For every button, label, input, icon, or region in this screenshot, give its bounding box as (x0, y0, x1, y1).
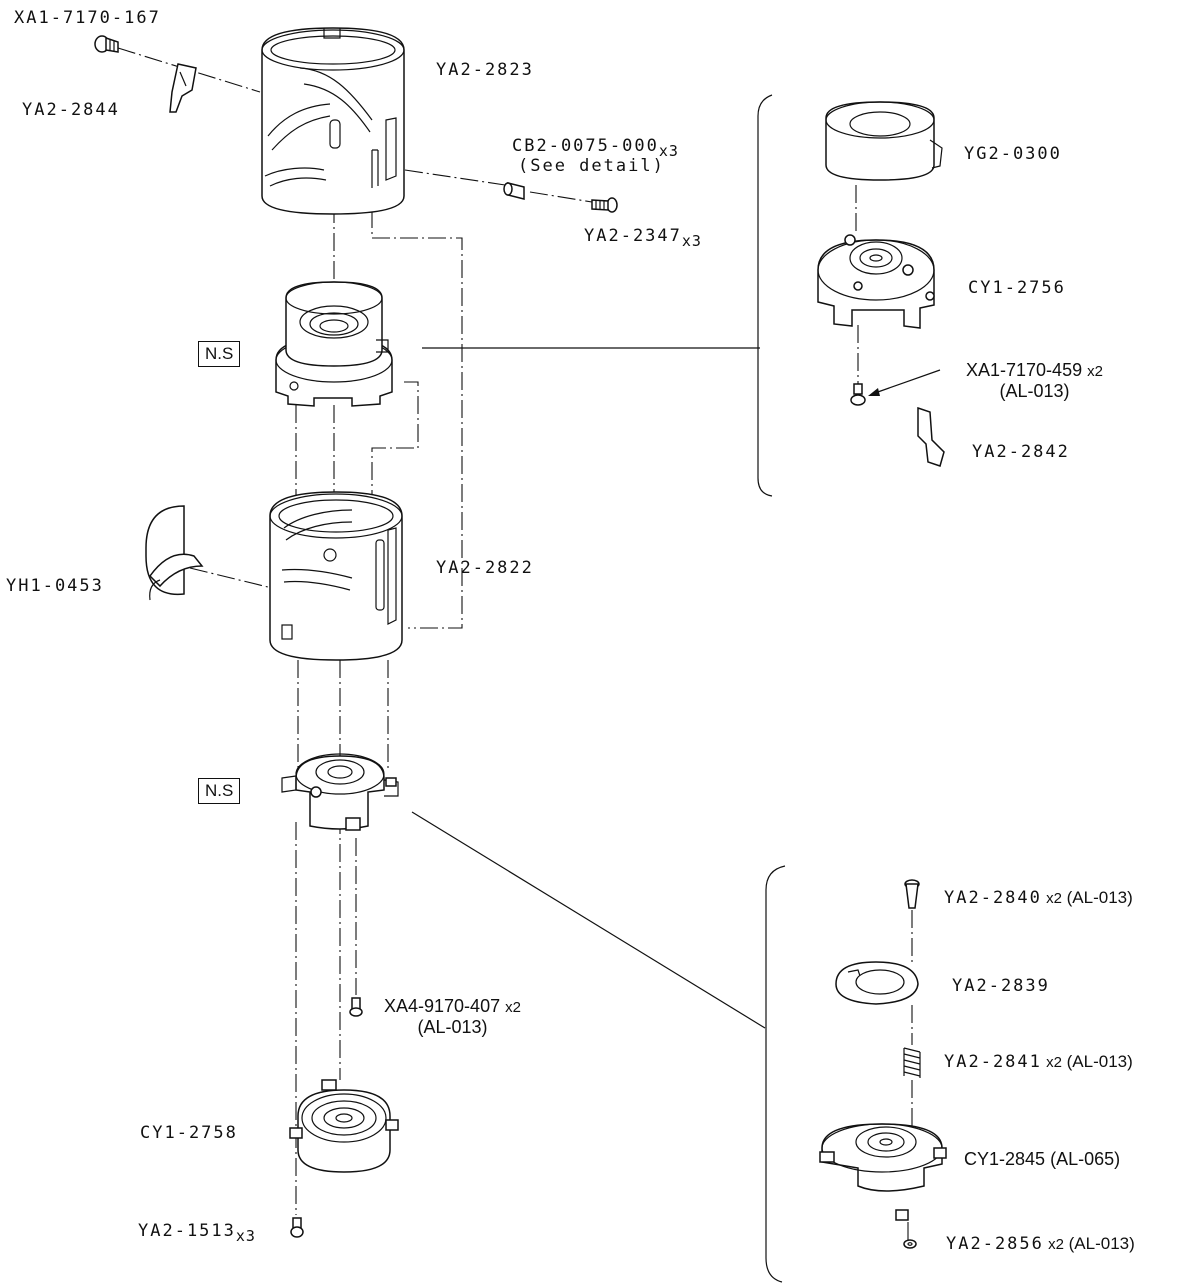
xa1-459-code: XA1-7170-459 (966, 360, 1083, 380)
ya2-2347-qty: x3 (681, 232, 702, 250)
shutter-unit-lower (281, 753, 399, 831)
ya2-2347-code: YA2-2347 (584, 226, 682, 246)
label-cy1-2845: CY1-2845 (AL-065) (964, 1150, 1120, 1169)
detail-cy1-2845 (819, 1123, 947, 1221)
label-ya2-2822: YA2-2822 (436, 558, 534, 578)
detail-ya2-2839 (835, 961, 919, 1005)
leader-lines (117, 47, 941, 1283)
label-ya2-1513: YA2-1513x3 (138, 1223, 256, 1244)
roller-cb2-0075 (503, 182, 525, 200)
ya2-2856-qty: x2 (1048, 1236, 1064, 1253)
label-ya2-2842: YA2-2842 (972, 442, 1070, 462)
xa1-459-qty: x2 (1087, 363, 1103, 380)
screw-ya2-2347 (591, 197, 618, 213)
screw-xa4-9170-407 (349, 997, 363, 1017)
xa4-code: XA4-9170-407 (384, 996, 501, 1016)
ya2-1513-qty: x3 (235, 1227, 256, 1245)
ya2-1513-code: YA2-1513 (138, 1221, 236, 1241)
label-cy1-2756: CY1-2756 (968, 278, 1066, 298)
ya2-2841-qty: x2 (1046, 1054, 1062, 1071)
screw-ya2-1513 (290, 1217, 304, 1238)
label-ya2-2840: YA2-2840 x2 (AL-013) (944, 889, 1133, 907)
label-ya2-2839: YA2-2839 (952, 976, 1050, 996)
label-cy1-2758: CY1-2758 (140, 1123, 238, 1143)
label-xa1-7170-167: XA1-7170-167 (14, 8, 161, 28)
label-yg2-0300: YG2-0300 (964, 144, 1062, 164)
ya2-2840-ref: (AL-013) (1066, 888, 1133, 907)
label-ya2-2856: YA2-2856 x2 (AL-013) (946, 1235, 1135, 1253)
ya2-2856-code: YA2-2856 (946, 1234, 1044, 1254)
label-ya2-2844: YA2-2844 (22, 100, 120, 120)
label-ya2-2347: YA2-2347x3 (584, 228, 702, 249)
label-xa1-7170-459: XA1-7170-459 x2 (AL-013) (966, 360, 1103, 401)
detail-washer-ya2-2856 (903, 1239, 917, 1249)
cb2-code: CB2-0075-000 (512, 136, 659, 156)
cy1-2845-ref: (AL-065) (1050, 1149, 1121, 1169)
ya2-2841-code: YA2-2841 (944, 1052, 1042, 1072)
detail-spring-ya2-2841 (903, 1047, 921, 1078)
focus-unit-upper (275, 281, 393, 407)
cam-barrel-ya2-2822 (269, 491, 403, 661)
ya2-2856-ref: (AL-013) (1068, 1234, 1135, 1253)
detail-ya2-2842 (917, 406, 945, 467)
detail-cy1-2756 (817, 234, 935, 329)
detail-ya2-2840 (904, 879, 920, 909)
ns-upper-box: N.S (198, 341, 241, 367)
xa1-459-ref: (AL-013) (999, 380, 1070, 401)
clip-ya2-2844 (169, 63, 197, 113)
label-see-detail: (See detail) (518, 156, 665, 176)
ya2-2840-qty: x2 (1046, 890, 1062, 907)
ya2-2840-code: YA2-2840 (944, 888, 1042, 908)
label-cb2-0075-000: CB2-0075-000x3 (512, 138, 679, 159)
screw-xa1-7170-167 (94, 35, 119, 53)
label-xa4-9170-407: XA4-9170-407 x2 (AL-013) (384, 996, 521, 1037)
label-ya2-2841: YA2-2841 x2 (AL-013) (944, 1053, 1133, 1071)
detail-yg2-0300 (825, 101, 943, 181)
label-yh1-0453: YH1-0453 (6, 576, 104, 596)
cam-barrel-ya2-2823 (261, 27, 405, 215)
shutter-cy1-2758 (289, 1079, 399, 1173)
ya2-2841-ref: (AL-013) (1066, 1052, 1133, 1071)
detail-screw-xa1-7170-459 (850, 383, 866, 406)
label-ya2-2823: YA2-2823 (436, 60, 534, 80)
xa4-ref: (AL-013) (417, 1016, 488, 1037)
flexible-plate-yh1-0453 (145, 505, 204, 601)
cb2-qty: x3 (658, 142, 679, 160)
ns-lower-box: N.S (198, 778, 241, 804)
cy1-2845-code: CY1-2845 (964, 1149, 1046, 1169)
xa4-qty: x2 (505, 999, 521, 1016)
